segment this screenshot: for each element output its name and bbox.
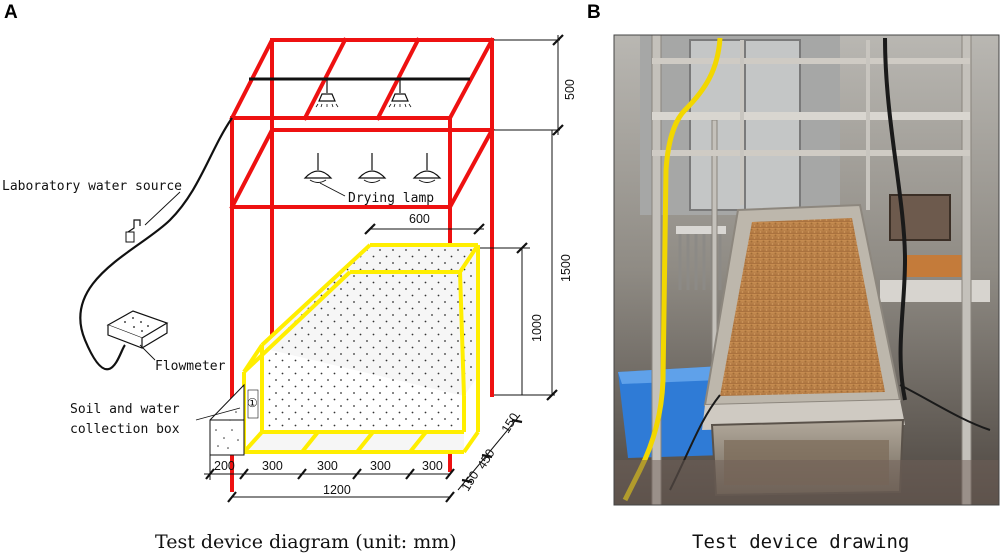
collection-box-label-line1: Soil and water [70,402,180,417]
dim-seg-3: 300 [370,459,391,473]
dim-seg-4: 300 [422,459,443,473]
dim-total-1200: 1200 [323,483,351,497]
soil-tank: ① [242,243,480,454]
dim-seg-2: 300 [317,459,338,473]
collection-box: Soil and water collection box [70,383,245,456]
collection-box-label-line2: collection box [70,422,180,437]
dim-collection-200: 200 [214,459,235,473]
panel-b-letter: B [587,2,601,23]
dimension-lines [204,34,564,503]
drying-lamp-label: Drying lamp [348,191,434,206]
dim-side-c: 150 [499,410,522,435]
panel-b-caption: Test device drawing [692,531,909,553]
panel-b-photo: B [587,2,1000,553]
water-supply: Laboratory water source Flowmeter [2,117,233,374]
panel-a-caption: Test device diagram (unit: mm) [155,531,457,553]
panel-a-diagram: A [2,2,577,553]
flowmeter [106,310,169,349]
support-frame [229,37,495,492]
dim-seg-1: 300 [262,459,283,473]
dim-frame-500: 500 [563,79,577,100]
drying-lamps: Drying lamp [303,153,442,206]
dim-side-b: 450 [475,446,498,471]
dim-frame-1500: 1500 [559,254,573,282]
water-source-label: Laboratory water source [2,179,182,194]
marker-1: ① [247,396,258,410]
test-device-photo [613,34,1000,506]
panel-a-letter: A [4,2,18,23]
flowmeter-label: Flowmeter [155,359,226,374]
dim-side-a: 150 [459,468,482,493]
dim-top-600: 600 [409,212,430,226]
dim-box-1000: 1000 [530,314,544,342]
sprinkler-heads [315,79,412,108]
